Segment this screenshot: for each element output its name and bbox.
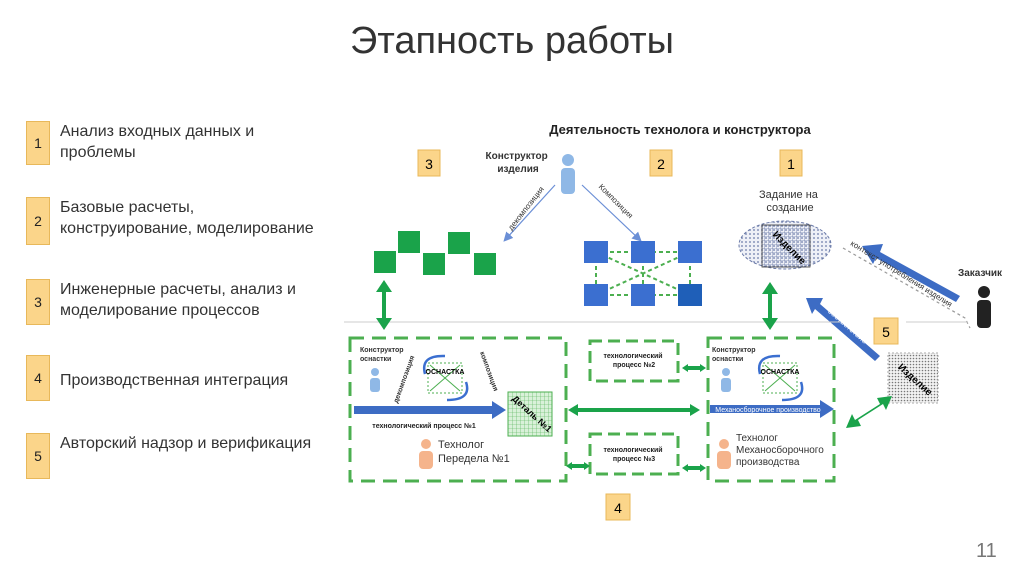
blue-part [678,241,702,263]
tooling-designer-right-icon [721,368,731,392]
technologist1-icon [419,439,433,469]
process2-label: технологический процесс №2 [603,352,664,369]
stage-5: 5 Авторский надзор и верификация [26,433,326,481]
part1-block [507,391,553,437]
badge-3 [417,149,441,177]
technologist1-label: Технолог Передела №1 [438,439,510,465]
diagram-heading: Деятельность технолога и конструктора [549,122,811,137]
process1-frame [348,336,568,483]
process1-arrow [354,401,506,419]
customer-to-task-arrow [862,244,960,302]
composition-label: Композиция [597,182,635,220]
stage-number: 1 [26,121,50,165]
badge-2-label: 2 [657,156,665,172]
decomposition-label: декомпозиция [506,185,546,232]
stage-text: Инженерные расчеты, анализ и моделирован… [60,281,296,319]
composed-structure [584,241,702,306]
green-part [398,231,420,253]
task-label: Задание на создание [759,189,821,214]
designer-line2: изделия [497,164,539,175]
stage-1: 1 Анализ входных данных и проблемы [26,121,326,169]
context-connector [842,247,971,329]
stage-2: 2 Базовые расчеты, конструирование, моде… [26,197,326,245]
green-part [474,253,496,275]
process3-label: технологический процесс №3 [603,446,664,463]
stage-number: 3 [26,279,50,325]
blue-part [584,284,608,306]
tooling-label-left: ОСНАСТКА [426,369,465,376]
compliance-label: соответствие [826,307,869,346]
green-part [374,251,396,273]
stage-text: Производственная интеграция [60,372,289,389]
compliance-arrow [806,298,880,361]
green-part [423,253,445,275]
designer-line1: Конструктор [485,151,547,162]
process2-frame [588,339,680,383]
stage-text: Анализ входных данных и проблемы [60,123,255,161]
blue-part [631,284,655,306]
blue-part [584,241,608,263]
badge-3-label: 3 [425,156,433,172]
cycle-arrow [422,354,446,375]
tooling-designer-left: Конструктор оснастки [360,347,406,363]
cycle-arrow [757,354,781,375]
green-part [448,232,470,254]
cycle-arrow [446,381,469,402]
tooling-designer-left-icon [370,368,380,392]
decomposition-arrow [503,184,556,242]
vertical-links [376,280,778,330]
badge-5-label: 5 [882,324,890,340]
decomposition-small-left: декомпозиция [393,355,417,404]
stage-3: 3 Инженерные расчеты, анализ и моделиров… [26,279,326,327]
stage-4: 4 Производственная интеграция [26,355,326,403]
badge-2 [649,149,673,177]
tooling-label-right: ОСНАСТКА [761,369,800,376]
designer-label: Конструктор изделия [485,151,550,175]
product-block-right [887,352,939,404]
blue-part [631,241,655,263]
tooling-designer-right: Конструктор оснастки [712,347,758,363]
slide-number: 11 [976,540,997,562]
assembly-label: Механосборочное производство [715,406,821,414]
badge-5 [873,317,899,345]
green-parts [374,231,496,275]
stage-number: 4 [26,355,50,401]
process3-frame [588,432,680,476]
badge-1-label: 1 [787,156,795,172]
stage-text: Базовые расчеты, конструирование, модели… [60,199,314,237]
process1-label: технологический процесс №1 [372,422,476,430]
stage-number: 5 [26,433,50,479]
blue-part [678,284,702,306]
badge-4 [605,493,631,521]
slide-title: Этапность работы [350,20,674,62]
composition-small-left: композиция [478,351,499,393]
technologist2-icon [717,439,731,469]
product-block [761,224,811,268]
cycle-arrow [781,381,804,402]
technologist2-label: Технолог Механосборочного производства [736,433,827,468]
stage-number: 2 [26,197,50,245]
assembly-frame [706,336,836,483]
horizontal-links [566,364,706,472]
stage-text: Авторский надзор и верификация [60,435,312,452]
assembly-arrow [710,400,834,418]
customer-label: Заказчик [958,268,1003,279]
composition-arrow [581,184,642,242]
badge-4-label: 4 [614,500,622,516]
badge-1 [779,149,803,177]
feedback-arrow [846,396,892,428]
designer-person-icon [561,154,575,194]
context-label: контекст употребления изделия [849,239,954,309]
customer-person-icon [977,286,991,328]
